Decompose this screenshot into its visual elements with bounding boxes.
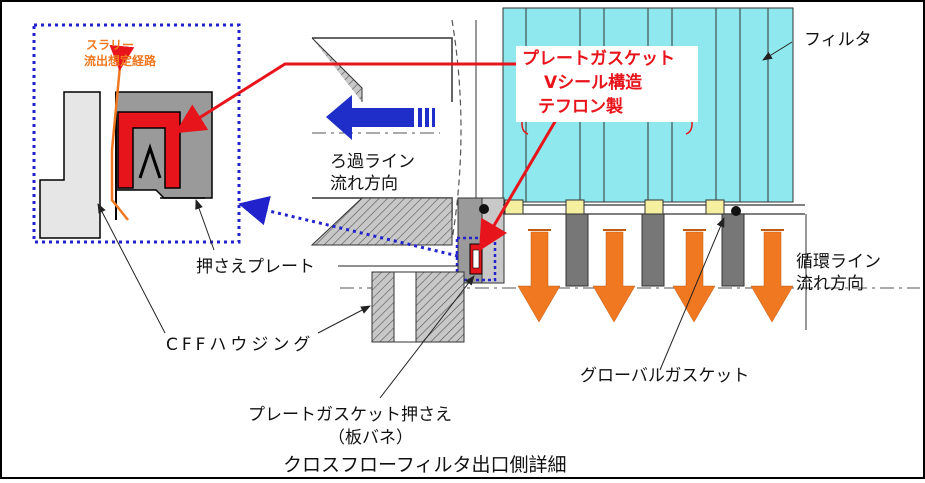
slurry-path-label-1: スラリー — [86, 38, 135, 52]
slurry-path-label-2: 流出想定経路 — [84, 54, 157, 68]
plate-gasket-label: プレートガスケット — [522, 49, 675, 69]
circulation-direction-label: 流れ方向 — [796, 274, 864, 294]
leader-press-plate-inset — [195, 199, 215, 251]
plate-gasket-label-bg — [516, 46, 698, 122]
leader-filter — [762, 41, 793, 61]
circulation-arrows — [517, 229, 794, 323]
teflon-label: テフロン製 — [538, 97, 623, 117]
detail-inset — [32, 23, 241, 244]
diagram-caption: クロスフローフィルタ出口側詳細 — [283, 454, 567, 476]
press-plate-label: 押さえプレート — [196, 257, 315, 277]
red-leader-main — [478, 119, 558, 252]
leaf-spring-label: （板バネ） — [328, 428, 413, 448]
v-seal-label: Vシール構造 — [544, 73, 643, 93]
filter-label: フィルタ — [804, 30, 872, 50]
filtration-arrow — [326, 95, 435, 140]
leader-global-gasket — [659, 217, 725, 371]
cff-housing-label: CFFハウジング — [166, 335, 315, 355]
red-leader-inset — [174, 62, 518, 134]
leader-cff-inset — [97, 203, 166, 334]
leader-gasket-holder — [379, 275, 475, 399]
circulation-line-label: 循環ライン — [796, 252, 881, 272]
filtration-direction-label: 流れ方向 — [330, 174, 398, 194]
blue-dotted-leader — [238, 195, 459, 258]
gasket-holder-label: プレートガスケット押さえ — [248, 405, 452, 425]
global-gasket-label: グローバルガスケット — [580, 366, 750, 386]
filtration-line-label: ろ過ライン — [330, 152, 415, 172]
leader-cff-main — [317, 305, 371, 334]
